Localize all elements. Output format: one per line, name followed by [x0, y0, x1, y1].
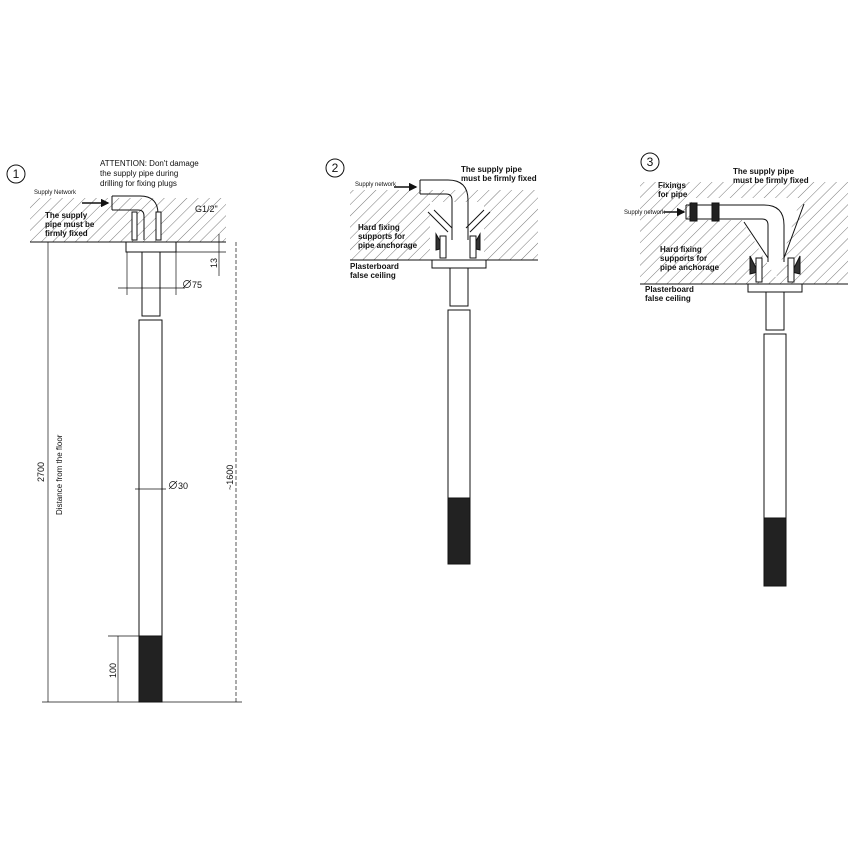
step-1-shower-pipe	[138, 251, 163, 703]
step-2-firmly-fixed-label: The supply pipe must be firmly fixed	[461, 165, 537, 183]
svg-text:pipe anchorage: pipe anchorage	[358, 241, 418, 250]
svg-text:supports for: supports for	[358, 232, 405, 241]
svg-text:false ceiling: false ceiling	[350, 271, 396, 280]
svg-text:The supply: The supply	[45, 211, 88, 220]
svg-text:supports for: supports for	[660, 254, 707, 263]
svg-text:75: 75	[192, 280, 202, 290]
step-2-number-circle	[325, 158, 345, 178]
step-2-shower-pipe	[447, 267, 471, 565]
step-3-plasterboard-label: Plasterboard false ceiling	[645, 285, 694, 303]
step-3-number-circle	[640, 152, 660, 172]
step-3-fixings-label: Fixings for pipe	[658, 181, 688, 199]
step-2-fixing-supports	[427, 209, 491, 259]
step-3-ceiling-slab	[640, 182, 848, 285]
svg-text:the supply pipe during: the supply pipe during	[100, 169, 178, 178]
step-1-flange	[125, 241, 177, 253]
step-3: 3 Supp	[624, 152, 848, 587]
step-1-firmly-fixed-label: The supply pipe must be firmly fixed	[45, 211, 95, 238]
step-1-supply-network-label: Supply Network	[34, 190, 77, 196]
step-1-dimension-lines	[42, 234, 242, 703]
step-3-supply-network-label: Supply network	[624, 210, 666, 216]
svg-text:Hard fixing: Hard fixing	[358, 223, 400, 232]
svg-text:must be firmly fixed: must be firmly fixed	[733, 176, 809, 185]
svg-text:pipe must be: pipe must be	[45, 220, 95, 229]
step-3-fixing-supports	[743, 203, 805, 283]
step-1: 1	[6, 159, 242, 703]
step-1-dim-length: ~1600	[225, 465, 235, 490]
step-2-number: 2	[332, 161, 339, 175]
svg-text:ATTENTION: Don't damage: ATTENTION: Don't damage	[100, 159, 199, 168]
step-3-shower-pipe	[763, 291, 787, 587]
step-1-supply-elbow	[111, 195, 162, 241]
step-1-number-circle	[6, 164, 26, 184]
step-2-supply-elbow	[419, 179, 469, 240]
step-3-hard-fixing-label: Hard fixing supports for pipe anchorage	[660, 245, 720, 272]
svg-text:for pipe: for pipe	[658, 190, 688, 199]
step-1-dim-tip: 100	[108, 663, 118, 678]
step-2-plasterboard-label: Plasterboard false ceiling	[350, 262, 399, 280]
step-2-supply-network-label: Supply network	[355, 182, 397, 188]
step-2-flange	[431, 259, 487, 269]
step-1-number: 1	[13, 167, 20, 181]
step-2: 2 Supply netw	[325, 158, 538, 565]
step-1-thread-label: G1/2"	[195, 204, 218, 214]
svg-text:must be firmly fixed: must be firmly fixed	[461, 174, 537, 183]
step-3-firmly-fixed-label: The supply pipe must be firmly fixed	[733, 167, 809, 185]
svg-text:Hard fixing: Hard fixing	[660, 245, 702, 254]
step-1-dim-total-height: 2700	[36, 462, 46, 482]
svg-text:30: 30	[178, 481, 188, 491]
step-1-dim-flange-height: 13	[209, 258, 219, 268]
step-3-number: 3	[647, 155, 654, 169]
step-1-attention-note: ATTENTION: Don't damage the supply pipe …	[100, 159, 199, 188]
svg-text:Fixings: Fixings	[658, 181, 687, 190]
svg-text:Plasterboard: Plasterboard	[645, 285, 694, 294]
step-2-ceiling-slab	[350, 190, 538, 261]
step-3-flange	[747, 283, 803, 293]
svg-text:false ceiling: false ceiling	[645, 294, 691, 303]
svg-text:Plasterboard: Plasterboard	[350, 262, 399, 271]
svg-text:The supply pipe: The supply pipe	[733, 167, 794, 176]
step-1-dim-flange-diameter: 75	[182, 279, 202, 290]
svg-text:The supply pipe: The supply pipe	[461, 165, 522, 174]
svg-text:firmly fixed: firmly fixed	[45, 229, 88, 238]
step-2-hard-fixing-label: Hard fixing supports for pipe anchorage	[358, 223, 418, 250]
svg-text:pipe anchorage: pipe anchorage	[660, 263, 720, 272]
step-1-distance-label: Distance from the floor	[55, 434, 64, 515]
step-3-supply-elbow	[685, 202, 785, 262]
step-1-dim-pipe-diameter: 30	[168, 480, 188, 491]
svg-text:drilling for fixing plugs: drilling for fixing plugs	[100, 179, 177, 188]
